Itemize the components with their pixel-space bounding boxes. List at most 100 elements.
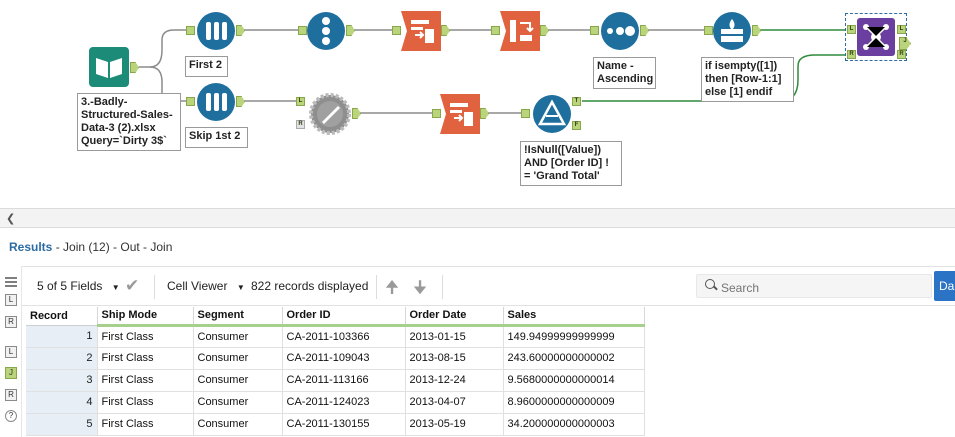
recordid-input-anchor[interactable] xyxy=(298,26,307,35)
column-header-record[interactable]: Record xyxy=(26,307,98,326)
record-number-cell: 4 xyxy=(26,391,98,414)
crosstab-output-anchor[interactable] xyxy=(540,25,549,36)
rail-anchor-l-icon[interactable]: L xyxy=(5,294,17,306)
transpose-tool[interactable] xyxy=(401,11,441,51)
segment-cell[interactable]: Consumer xyxy=(193,413,283,436)
join-right-input-anchor[interactable]: R xyxy=(847,50,856,59)
sales-cell[interactable]: 243.60000000000002 xyxy=(503,347,645,370)
sample-top-output-anchor[interactable] xyxy=(236,25,245,36)
dynamic-rename-left-anchor[interactable]: L xyxy=(296,97,305,106)
filter-input-anchor[interactable] xyxy=(521,109,530,118)
multi-row-formula-tool[interactable] xyxy=(712,11,752,51)
recordid-output-anchor[interactable] xyxy=(346,25,355,36)
multirow-output-anchor[interactable] xyxy=(752,25,761,36)
ship-mode-cell[interactable]: First Class xyxy=(97,391,194,414)
transpose-input-anchor[interactable] xyxy=(392,26,401,35)
sort-tool[interactable] xyxy=(600,11,640,51)
dynamic-rename-output-anchor[interactable] xyxy=(352,108,361,119)
sort-annotation: Name - Ascending xyxy=(593,57,656,89)
input-output-anchor[interactable] xyxy=(130,62,139,73)
record-id-tool[interactable] xyxy=(306,11,346,51)
order-date-cell[interactable]: 2013-01-15 xyxy=(405,325,504,348)
join-tool[interactable] xyxy=(856,17,896,57)
table-row[interactable]: 2 First Class Consumer CA-2011-109043 20… xyxy=(26,347,645,370)
help-icon[interactable]: ? xyxy=(5,410,17,422)
sort-input-anchor[interactable] xyxy=(590,26,599,35)
sales-cell[interactable]: 8.9600000000000009 xyxy=(503,391,645,414)
order-id-cell[interactable]: CA-2011-124023 xyxy=(282,391,406,414)
checkmark-icon[interactable]: ✔ xyxy=(125,276,140,295)
sort-output-anchor[interactable] xyxy=(640,25,649,36)
table-row[interactable]: 4 First Class Consumer CA-2011-124023 20… xyxy=(26,391,645,414)
order-date-cell[interactable]: 2013-04-07 xyxy=(405,391,504,414)
sample-tool-skip-1st-2[interactable] xyxy=(196,82,236,122)
segment-cell[interactable]: Consumer xyxy=(193,347,283,370)
table-row[interactable]: 5 First Class Consumer CA-2011-130155 20… xyxy=(26,413,645,436)
column-header-order-date[interactable]: Order Date xyxy=(405,307,504,327)
rail-anchor-l2-icon[interactable]: L xyxy=(5,346,17,358)
join-join-output-anchor[interactable]: J xyxy=(899,37,911,50)
panel-splitter[interactable]: ❮ xyxy=(0,208,955,228)
rail-anchor-j-icon[interactable]: J xyxy=(5,367,17,379)
order-id-cell[interactable]: CA-2011-103366 xyxy=(282,325,406,348)
column-header-sales[interactable]: Sales xyxy=(503,307,645,327)
cell-viewer-selector[interactable]: Cell Viewer ▼ xyxy=(167,279,245,293)
chevron-left-icon[interactable]: ❮ xyxy=(6,213,16,225)
ship-mode-cell[interactable]: First Class xyxy=(97,413,194,436)
join-left-input-anchor[interactable]: L xyxy=(847,25,856,34)
filter-true-anchor[interactable]: T xyxy=(572,97,581,106)
fields-selector[interactable]: 5 of 5 Fields ▼ xyxy=(37,279,120,293)
multirow-input-anchor[interactable] xyxy=(704,26,713,35)
segment-cell[interactable]: Consumer xyxy=(193,391,283,414)
filter-tool[interactable] xyxy=(532,94,572,134)
transpose-output-anchor[interactable] xyxy=(441,25,450,36)
join-left-output-anchor[interactable]: L xyxy=(897,25,906,34)
order-id-cell[interactable]: CA-2011-109043 xyxy=(282,347,406,370)
dynamic-rename-tool[interactable] xyxy=(308,92,351,135)
workflow-canvas[interactable]: 3.-Badly- Structured-Sales- Data-3 (2).x… xyxy=(0,0,955,208)
table-row[interactable]: 3 First Class Consumer CA-2011-113166 20… xyxy=(26,369,645,392)
order-id-cell[interactable]: CA-2011-130155 xyxy=(282,413,406,436)
list-icon[interactable] xyxy=(5,274,17,287)
search-input[interactable] xyxy=(696,274,932,298)
rail-anchor-r-icon[interactable]: R xyxy=(5,316,17,328)
filter-false-anchor[interactable]: F xyxy=(572,121,581,130)
sample-bottom-output-anchor[interactable] xyxy=(236,96,245,107)
rail-anchor-r2-icon[interactable]: R xyxy=(5,389,17,401)
column-header-ship-mode[interactable]: Ship Mode xyxy=(97,307,194,327)
column-header-segment[interactable]: Segment xyxy=(193,307,283,327)
transpose2-output-anchor[interactable] xyxy=(480,108,489,119)
sample-tool-first-2[interactable] xyxy=(196,11,236,51)
arrow-up-icon[interactable]: 🠉 xyxy=(385,278,400,297)
input-data-tool[interactable] xyxy=(88,46,130,88)
record-number-cell: 3 xyxy=(26,369,98,392)
order-id-cell[interactable]: CA-2011-113166 xyxy=(282,369,406,392)
sales-cell[interactable]: 34.200000000000003 xyxy=(503,413,645,436)
results-table: Record Ship Mode Segment Order ID Order … xyxy=(26,307,645,436)
chevron-down-icon: ▼ xyxy=(236,283,245,292)
join-right-output-anchor[interactable]: R xyxy=(897,50,906,59)
ship-mode-cell[interactable]: First Class xyxy=(97,347,194,370)
toolbar-divider xyxy=(442,275,443,299)
segment-cell[interactable]: Consumer xyxy=(193,369,283,392)
data-button[interactable]: Da xyxy=(934,271,955,301)
segment-cell[interactable]: Consumer xyxy=(193,325,283,348)
table-row[interactable]: 1 First Class Consumer CA-2011-103366 20… xyxy=(26,325,645,348)
order-date-cell[interactable]: 2013-08-15 xyxy=(405,347,504,370)
sample-top-input-anchor[interactable] xyxy=(186,26,195,35)
order-date-cell[interactable]: 2013-05-19 xyxy=(405,413,504,436)
dynamic-rename-right-anchor[interactable]: R xyxy=(296,120,305,129)
ship-mode-cell[interactable]: First Class xyxy=(97,369,194,392)
order-date-cell[interactable]: 2013-12-24 xyxy=(405,369,504,392)
arrow-down-icon[interactable]: 🠋 xyxy=(413,278,428,297)
sales-cell[interactable]: 9.5680000000000014 xyxy=(503,369,645,392)
transpose-tool-2[interactable] xyxy=(440,94,480,134)
crosstab-input-anchor[interactable] xyxy=(491,26,500,35)
sample-bottom-annotation: Skip 1st 2 xyxy=(185,127,248,148)
sample-bottom-input-anchor[interactable] xyxy=(186,97,195,106)
ship-mode-cell[interactable]: First Class xyxy=(97,325,194,348)
column-header-order-id[interactable]: Order ID xyxy=(282,307,406,327)
transpose2-input-anchor[interactable] xyxy=(432,109,441,118)
sales-cell[interactable]: 149.94999999999999 xyxy=(503,325,645,348)
cross-tab-tool[interactable] xyxy=(500,11,540,51)
